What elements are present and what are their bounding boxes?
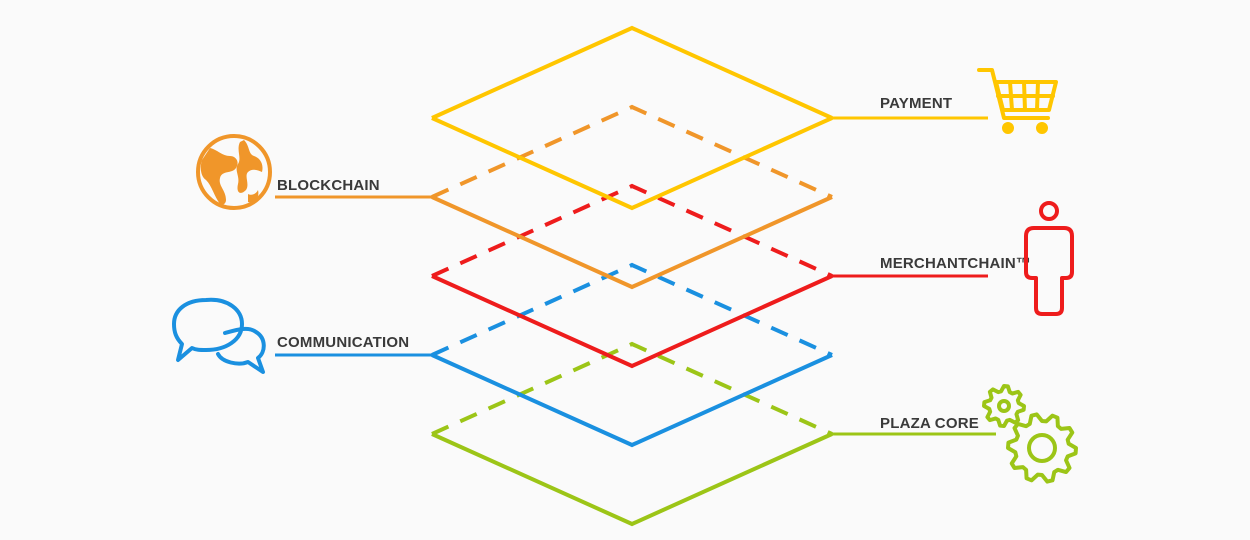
person-icon: [1024, 201, 1074, 316]
layer-back-edge-merchantchain: [431, 183, 833, 278]
layer-label-plaza-core: PLAZA CORE: [880, 415, 979, 432]
layer-label-merchantchain: MERCHANTCHAIN™: [880, 255, 1031, 272]
layer-label-payment: PAYMENT: [880, 95, 952, 112]
shopping-cart-icon: [977, 68, 1058, 134]
globe-icon: [196, 134, 272, 210]
layer-back-edge-payment: [431, 25, 833, 120]
layer-front-edge-merchantchain: [431, 274, 833, 369]
chat-bubbles-icon: [172, 297, 266, 374]
layer-front-edge-payment: [431, 116, 833, 211]
connector-lines: [275, 116, 996, 436]
layer-front-edge-communication: [431, 353, 833, 448]
layer-back-edge-communication: [431, 262, 833, 357]
layer-front-edges: [431, 116, 833, 527]
layer-back-edge-blockchain: [431, 104, 833, 199]
gears-icon: [982, 384, 1078, 484]
layer-label-communication: COMMUNICATION: [277, 334, 409, 351]
layer-front-edge-blockchain: [431, 195, 833, 290]
layer-back-edge-plaza-core: [431, 341, 833, 436]
layer-front-edge-plaza-core: [431, 432, 833, 527]
layer-back-edges: [431, 25, 833, 436]
layer-label-blockchain: BLOCKCHAIN: [277, 177, 380, 194]
